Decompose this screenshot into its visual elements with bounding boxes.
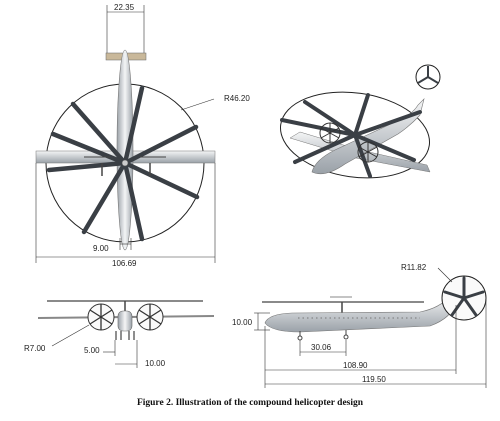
iso-rotor-blades (280, 93, 422, 178)
side-view: 10.00 R11.82 30.06 108.90 119.50 (232, 263, 487, 388)
side-gear-spacing-label: 30.06 (311, 343, 332, 352)
iso-fuselage (311, 98, 425, 175)
front-view: R7.00 5.00 10.00 (24, 300, 215, 368)
top-span-label: 106.69 (112, 259, 137, 268)
top-tail-width-label: 22.35 (114, 3, 135, 12)
front-prop-radius-label: R7.00 (24, 344, 46, 353)
side-length-label: 108.90 (343, 361, 368, 370)
front-offset-label: 5.00 (84, 346, 100, 355)
top-rotor-blades (46, 85, 200, 242)
top-rotor-radius-label: R46.20 (224, 94, 250, 103)
side-height-label: 10.00 (232, 318, 253, 327)
top-view: 22.35 R46.20 9.00 (35, 3, 250, 268)
side-tail-rotor-radius-label: R11.82 (401, 263, 427, 272)
front-width-label: 10.00 (145, 359, 166, 368)
iso-tail-rotor (415, 64, 441, 90)
isometric-view (280, 64, 441, 179)
front-fuselage (117, 310, 133, 332)
figure-caption: Figure 2. Illustration of the compound h… (136, 398, 364, 408)
iso-rotor-disk (280, 91, 430, 179)
top-fuselage-width-label: 9.00 (93, 244, 109, 253)
top-fuselage (116, 49, 134, 251)
side-total-length-label: 119.50 (362, 375, 386, 384)
